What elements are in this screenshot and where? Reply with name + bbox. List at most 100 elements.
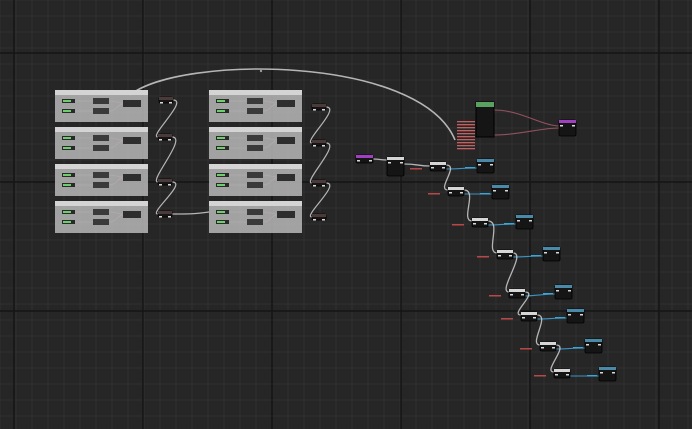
exec-pin (478, 164, 481, 166)
node-header (497, 250, 513, 253)
wire (309, 106, 331, 144)
target-node[interactable] (566, 308, 585, 324)
target-node[interactable] (515, 214, 534, 230)
node-header (430, 162, 446, 165)
reroute-node[interactable] (158, 96, 174, 104)
red-pin (520, 348, 532, 350)
set-actor-node[interactable] (429, 161, 447, 172)
set-actor-node[interactable] (508, 288, 526, 299)
exec-pin (509, 255, 512, 257)
target-node[interactable] (584, 338, 603, 354)
math-node (247, 145, 263, 151)
node-header (472, 218, 488, 221)
exec-pin (612, 372, 615, 374)
comment-header (209, 201, 302, 206)
comment-group[interactable] (55, 164, 148, 196)
comment-group[interactable] (55, 90, 148, 122)
node-header (540, 342, 556, 345)
wire (309, 142, 331, 184)
wire (372, 158, 388, 161)
wire (171, 211, 210, 215)
wire-knot (259, 69, 263, 73)
exec-pin (529, 220, 532, 222)
reroute-node[interactable] (157, 178, 173, 186)
sequence-node[interactable] (457, 101, 495, 150)
wire (493, 127, 560, 136)
reroute-node[interactable] (311, 213, 327, 221)
set-node (277, 137, 295, 144)
reroute-node[interactable] (311, 179, 327, 187)
exec-pin (322, 219, 325, 221)
node-header (567, 309, 584, 312)
exec-pin (168, 139, 171, 141)
reroute-node[interactable] (157, 210, 173, 218)
set-node (123, 137, 141, 144)
target-node[interactable] (554, 284, 573, 300)
comment-header (209, 164, 302, 169)
node-header (477, 159, 494, 162)
set-actor-node[interactable] (496, 249, 514, 260)
node-header (312, 140, 326, 143)
output-pin (457, 133, 475, 135)
set-actor-node[interactable] (471, 217, 489, 228)
exec-pin (322, 109, 325, 111)
exec-pin (159, 139, 162, 141)
comment-group[interactable] (55, 201, 148, 233)
node-header (521, 312, 537, 315)
float-pin (63, 211, 71, 213)
exec-pin (313, 145, 316, 147)
set-actor-node[interactable] (539, 341, 557, 352)
float-pin (217, 184, 225, 186)
exec-pin (522, 317, 525, 319)
comment-header (209, 127, 302, 132)
target-node[interactable] (542, 246, 561, 262)
exec-pin (313, 185, 316, 187)
float-pin (217, 100, 225, 102)
node-body (475, 101, 495, 138)
set-actor-node[interactable] (447, 186, 465, 197)
exec-pin (431, 167, 434, 169)
reroute-node[interactable] (157, 133, 173, 141)
exec-pin (572, 125, 575, 127)
output-pin (457, 130, 475, 132)
float-pin (217, 221, 225, 223)
wire (155, 99, 178, 138)
float-pin (217, 110, 225, 112)
exec-pin (517, 220, 520, 222)
set-actor-node[interactable] (553, 368, 571, 379)
float-pin (63, 174, 71, 176)
set-actor-node[interactable] (520, 311, 538, 322)
target-node[interactable] (598, 366, 617, 382)
set-node (123, 174, 141, 181)
target-node[interactable] (476, 158, 495, 174)
comment-group[interactable] (209, 127, 302, 159)
exec-pin (442, 167, 445, 169)
math-node (247, 182, 263, 188)
reroute-node[interactable] (311, 139, 327, 147)
event-node[interactable] (355, 154, 374, 164)
red-pin (410, 168, 422, 170)
comment-group[interactable] (209, 201, 302, 233)
function-node[interactable] (558, 119, 577, 137)
exec-pin (566, 374, 569, 376)
math-node (247, 219, 263, 225)
output-pin (457, 145, 475, 147)
comment-group[interactable] (55, 127, 148, 159)
exec-pin (598, 344, 601, 346)
exec-pin (560, 125, 563, 127)
reroute-node[interactable] (311, 103, 327, 111)
float-pin (63, 184, 71, 186)
math-node (93, 182, 109, 188)
node-header (555, 285, 572, 288)
branch-node[interactable] (386, 156, 405, 177)
comment-group[interactable] (209, 164, 302, 196)
math-node (247, 209, 263, 215)
comment-group[interactable] (209, 90, 302, 122)
red-pin (534, 375, 546, 377)
float-pin (63, 110, 71, 112)
math-node (93, 219, 109, 225)
node-header (312, 214, 326, 217)
target-node[interactable] (491, 184, 510, 200)
blue-pin (573, 347, 583, 349)
